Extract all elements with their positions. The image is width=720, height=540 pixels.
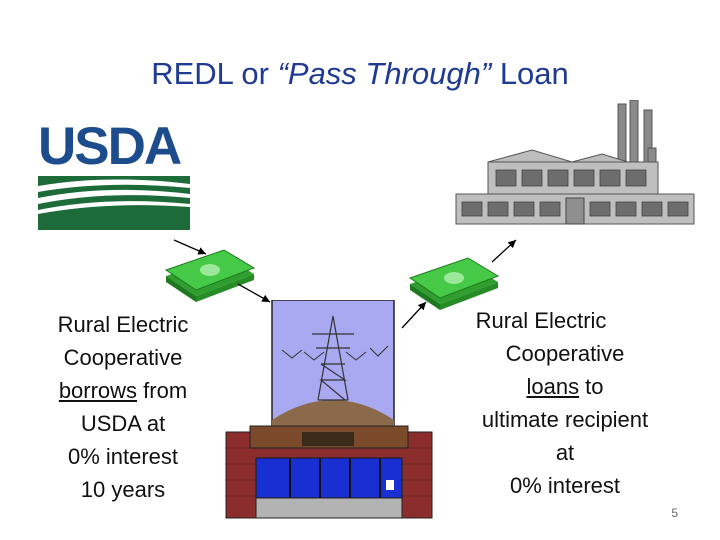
- transmission-tower-icon: [312, 315, 354, 401]
- cooperative-building-icon: [225, 300, 433, 519]
- factory-icon: [455, 100, 695, 225]
- usda-logo: USDA: [38, 118, 190, 230]
- left-caption-line2: Cooperative: [63, 345, 183, 370]
- page-number: 5: [671, 506, 678, 520]
- left-caption-line1: Rural Electric: [57, 312, 189, 337]
- left-caption-line6: 10 years: [80, 477, 166, 502]
- right-caption-line2: Cooperative: [505, 341, 625, 366]
- money-stack-icon: [164, 249, 256, 302]
- title-prefix: REDL or: [151, 56, 278, 91]
- left-caption: Rural Electric Cooperative borrows from …: [28, 308, 218, 506]
- left-caption-underlined: borrows: [58, 378, 138, 403]
- arrow-money-to-factory: [491, 239, 517, 263]
- title-suffix: Loan: [491, 56, 569, 91]
- left-caption-line4: USDA at: [80, 411, 166, 436]
- right-caption-line5: at: [555, 440, 575, 465]
- right-caption-line3-rest: to: [579, 374, 604, 399]
- arrow-usda-to-money: [173, 239, 207, 255]
- right-caption: Rural Electric Cooperative loans to ulti…: [452, 304, 678, 502]
- right-caption-line4: ultimate recipient: [481, 407, 649, 432]
- arrow-money-to-coop: [237, 283, 271, 303]
- arrow-coop-to-money: [401, 301, 427, 329]
- left-caption-line5: 0% interest: [67, 444, 179, 469]
- right-caption-line6: 0% interest: [509, 473, 621, 498]
- money-stack-icon: [408, 257, 500, 310]
- title-italic: “Pass Through”: [277, 56, 492, 91]
- left-caption-line3-rest: from: [137, 378, 188, 403]
- right-caption-line1: Rural Electric: [475, 308, 607, 333]
- usda-logo-fields: [38, 176, 190, 230]
- usda-logo-text: USDA: [38, 117, 182, 176]
- right-caption-underlined: loans: [526, 374, 580, 399]
- slide-title: REDL or “Pass Through” Loan: [0, 56, 720, 92]
- right-caption-line3: loans to: [452, 370, 678, 403]
- left-caption-line3: borrows from: [28, 374, 218, 407]
